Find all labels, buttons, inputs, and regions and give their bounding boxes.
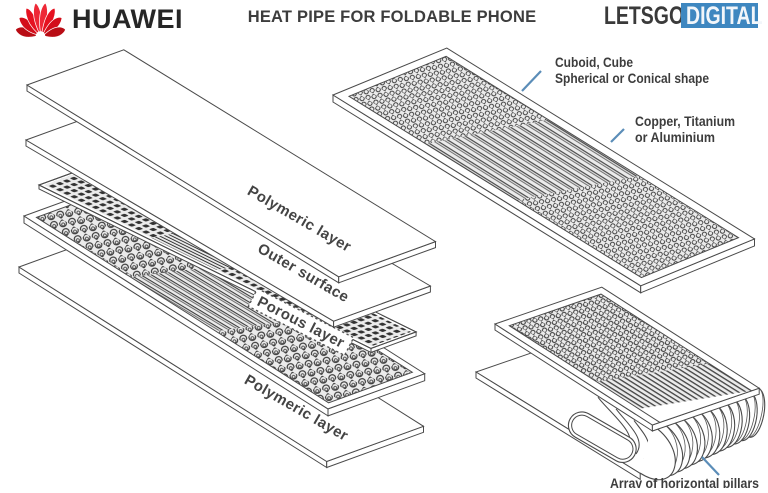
svg-text:or Aluminium: or Aluminium — [635, 129, 715, 145]
svg-text:HUAWEI: HUAWEI — [72, 4, 183, 34]
svg-text:Copper, Titanium: Copper, Titanium — [635, 113, 735, 129]
svg-text:Spherical or Conical shape: Spherical or Conical shape — [555, 70, 709, 86]
svg-text:Cuboid, Cube: Cuboid, Cube — [555, 54, 633, 70]
svg-text:DIGITAL: DIGITAL — [686, 2, 763, 30]
svg-text:LETSGO: LETSGO — [604, 2, 684, 30]
svg-text:Array of horizontal pillars: Array of horizontal pillars — [610, 475, 759, 488]
svg-text:HEAT PIPE FOR FOLDABLE PHONE: HEAT PIPE FOR FOLDABLE PHONE — [248, 8, 537, 26]
